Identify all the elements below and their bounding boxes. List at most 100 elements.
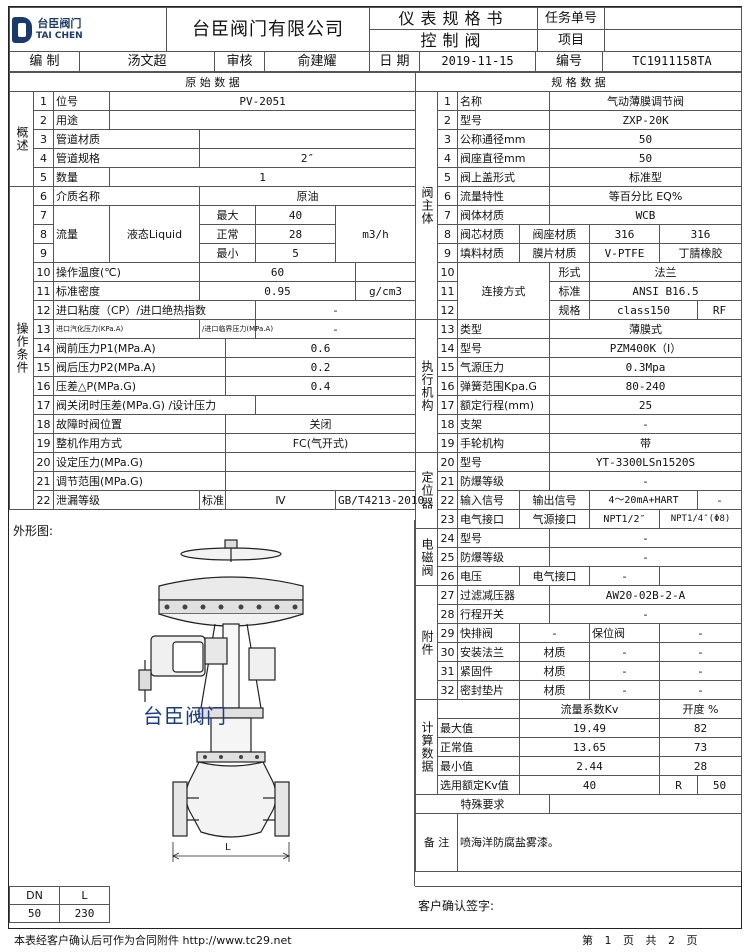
leak-grade: Ⅳ xyxy=(225,490,336,510)
flow-characteristic: 等百分比 EQ% xyxy=(548,186,743,206)
rangeability-label: R xyxy=(659,775,698,795)
row-sublabel: 材质 xyxy=(519,642,590,662)
actuator-type: 薄膜式 xyxy=(548,319,743,339)
sheet-subtitle: 控制阀 xyxy=(369,29,538,52)
row-label: 型号 xyxy=(457,338,550,358)
row-label: 气源压力 xyxy=(457,357,550,377)
row-number: 1 xyxy=(33,91,54,111)
watermark-text: 台臣阀门 xyxy=(143,704,227,728)
row-label: 介质名称 xyxy=(53,186,200,206)
group-actuator: 执行机构 xyxy=(415,319,438,453)
remark-label: 备 注 xyxy=(415,813,458,872)
lock-valve: - xyxy=(658,623,743,643)
row-number: 20 xyxy=(437,452,458,472)
row-number: 19 xyxy=(33,433,54,453)
kv-normal: 13.65 xyxy=(519,737,660,757)
row-label: 名称 xyxy=(457,91,550,111)
row-number: 8 xyxy=(437,224,458,244)
group-calc: 计算数据 xyxy=(415,699,438,795)
flow-unit: m3/h xyxy=(334,205,417,263)
density: 0.95 xyxy=(199,281,356,301)
row-label: 调节范围(MPa.G) xyxy=(53,471,226,491)
row-sublabel: 形式 xyxy=(549,262,590,282)
positioner-model: YT-3300LSn1520S xyxy=(548,452,743,472)
row-sublabel: 膜片材质 xyxy=(519,243,590,263)
spec-sheet: 台臣阀门 TAI CHEN 台臣阀门有限公司 仪表规格书 任务单号 控制阀 项目… xyxy=(8,6,743,929)
valve-name: 气动薄膜调节阀 xyxy=(548,91,743,111)
bonnet-type: 标准型 xyxy=(548,167,743,187)
inlet-pressure: 0.6 xyxy=(224,338,417,358)
row-label: 阀前压力P1(MPa.A) xyxy=(53,338,226,358)
row-label: /进口临界压力(MPa.A) xyxy=(199,319,273,339)
row-value xyxy=(108,110,417,130)
header-table: 台臣阀门 TAI CHEN 台臣阀门有限公司 仪表规格书 任务单号 控制阀 项目 xyxy=(9,7,742,52)
row-label: 防爆等级 xyxy=(457,471,550,491)
compiler-label: 编 制 xyxy=(9,51,80,72)
solenoid-ex: - xyxy=(548,547,743,567)
l-value: 230 xyxy=(59,904,110,923)
filter-regulator: AW20-02B-2-A xyxy=(548,585,743,605)
flow-label: 流量 xyxy=(53,205,110,263)
flange-face: RF xyxy=(696,300,743,320)
row-number: 13 xyxy=(437,319,458,339)
row-label: 手轮机构 xyxy=(457,433,550,453)
customer-signature: 客户确认签字: xyxy=(415,886,741,928)
row-label: 泄漏等级 xyxy=(53,490,200,510)
action-mode: FC(气开式) xyxy=(224,433,417,453)
row-sublabel: 电气接口 xyxy=(519,566,590,586)
logo-cell: 台臣阀门 TAI CHEN xyxy=(9,7,167,52)
plug-material: 316 xyxy=(589,224,660,244)
row-number: 6 xyxy=(33,186,54,206)
medium-name: 原油 xyxy=(198,186,417,206)
group-operating: 操作条件 xyxy=(9,186,34,510)
row-label: 数量 xyxy=(53,167,110,187)
air-supply-pressure: 0.3Mpa xyxy=(548,357,743,377)
row-number: 22 xyxy=(437,490,458,510)
meta-table: 编 制 汤文超 审核 俞建耀 日 期 2019-11-15 编号 TC19111… xyxy=(9,51,742,72)
number-label: 编号 xyxy=(535,51,603,72)
flow-min: 5 xyxy=(255,243,336,263)
row-label: 紧固件 xyxy=(457,661,520,681)
row-label: 支架 xyxy=(457,414,550,434)
row-label: 设定压力(MPa.G) xyxy=(53,452,226,472)
row-label: 阀体材质 xyxy=(457,205,550,225)
group-accessory: 附件 xyxy=(415,585,438,700)
company-name: 台臣阀门有限公司 xyxy=(166,7,370,52)
row-number: 18 xyxy=(33,414,54,434)
rangeability: 50 xyxy=(696,775,743,795)
dim-label-l: L xyxy=(225,842,231,853)
row-number: 23 xyxy=(437,509,458,529)
row-number: 12 xyxy=(33,300,54,320)
rated-kv: 40 xyxy=(519,775,660,795)
handwheel: 带 xyxy=(548,433,743,453)
row-number: 9 xyxy=(437,243,458,263)
leak-std-label: 标准 xyxy=(199,490,226,510)
row-number: 12 xyxy=(437,300,458,320)
compiler: 汤文超 xyxy=(79,51,215,72)
row-label: 过滤减压器 xyxy=(457,585,550,605)
air-connection: NPT1/4″(Φ8) xyxy=(658,509,743,529)
row-sublabel: 阀座材质 xyxy=(519,224,590,244)
group-overview: 概述 xyxy=(9,91,34,187)
seat-diameter: 50 xyxy=(548,148,743,168)
row-label: 额定行程(mm) xyxy=(457,395,550,415)
row-sublabel: 保位阀 xyxy=(589,623,660,643)
density-unit: g/cm3 xyxy=(354,281,417,301)
row-label: 进口粘度（CP）/进口绝热指数 xyxy=(53,300,256,320)
row-number: 15 xyxy=(437,357,458,377)
leak-std-code: GB/T4213-2010 xyxy=(334,490,424,510)
row-number: 31 xyxy=(437,661,458,681)
dn-value: 50 xyxy=(9,904,60,923)
row-number: 14 xyxy=(437,338,458,358)
row-number: 3 xyxy=(33,129,54,149)
sheet-title: 仪表规格书 xyxy=(369,7,538,30)
solenoid-model: - xyxy=(548,528,743,548)
row-label: 电气接口 xyxy=(457,509,520,529)
date: 2019-11-15 xyxy=(419,51,536,72)
flow-max: 40 xyxy=(255,205,336,225)
valve-drawing-icon: L xyxy=(138,539,304,862)
remark-text: 喷海洋防腐盐雾漆。 xyxy=(456,813,743,872)
output-signal: - xyxy=(696,490,743,510)
